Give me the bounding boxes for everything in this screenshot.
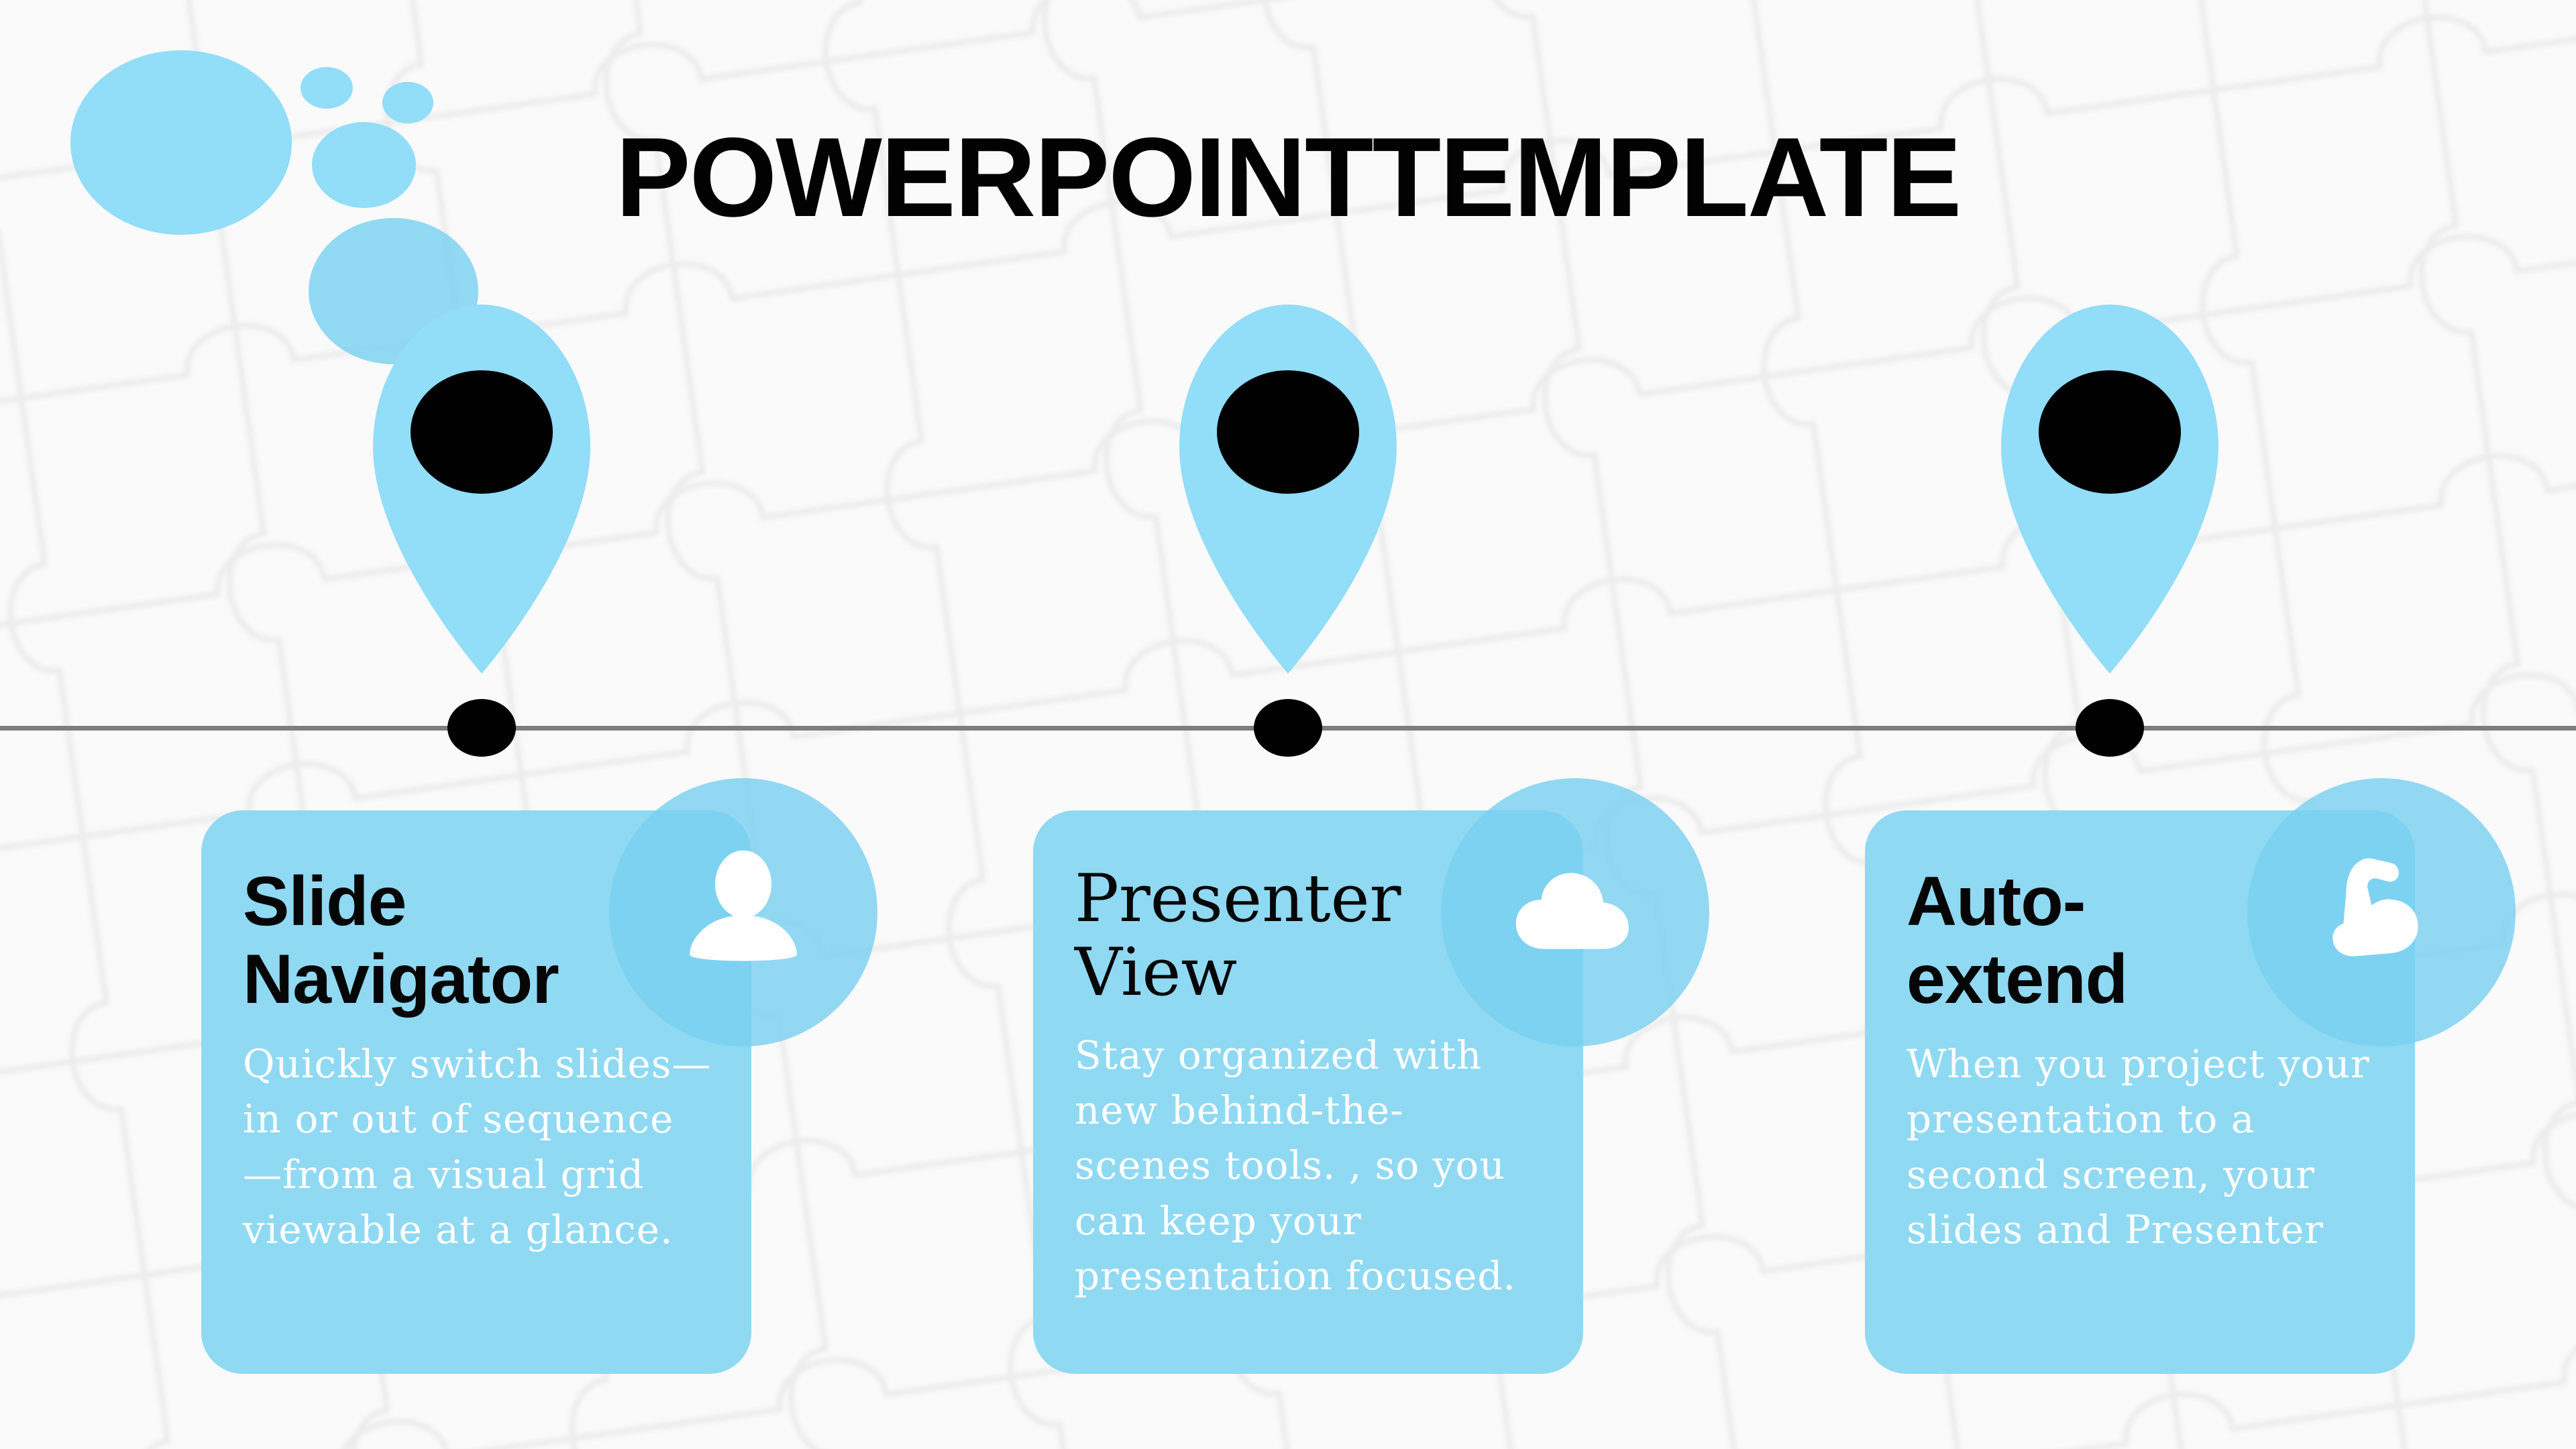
page-title: POWERPOINTTEMPLATE (615, 114, 1962, 240)
cloud-icon-badge[interactable] (1441, 778, 1709, 1046)
person-icon (690, 850, 797, 961)
timeline-pin-1[interactable] (368, 301, 596, 676)
feature-card-presenter-view[interactable]: Presenter View Stay organized with new b… (1033, 810, 1583, 1374)
timeline-pin-3[interactable] (1996, 301, 2224, 676)
card-body: When you project your presentation to a … (1907, 1040, 2370, 1253)
timeline-dot-3 (2076, 699, 2144, 757)
person-icon-badge[interactable] (609, 778, 877, 1046)
bubble-small (312, 122, 416, 208)
card-body: Quickly switch slides—in or out of seque… (243, 1040, 712, 1253)
card-heading: Presenter View (1075, 861, 1401, 1011)
card-heading: Auto-extend (1907, 863, 2128, 1019)
bicep-icon (2332, 858, 2418, 957)
bubble-tiny-2 (382, 82, 433, 123)
timeline-pin-2[interactable] (1174, 301, 1402, 676)
bicep-icon-badge[interactable] (2247, 778, 2516, 1046)
card-body: Stay organized with new behind-the-scene… (1075, 1032, 1516, 1299)
bubble-large (70, 50, 292, 235)
card-heading: Slide Navigator (243, 863, 559, 1019)
timeline-dot-1 (447, 699, 516, 757)
timeline-dot-2 (1254, 699, 1322, 757)
cloud-icon (1515, 873, 1629, 949)
bubble-tiny-1 (301, 67, 353, 109)
